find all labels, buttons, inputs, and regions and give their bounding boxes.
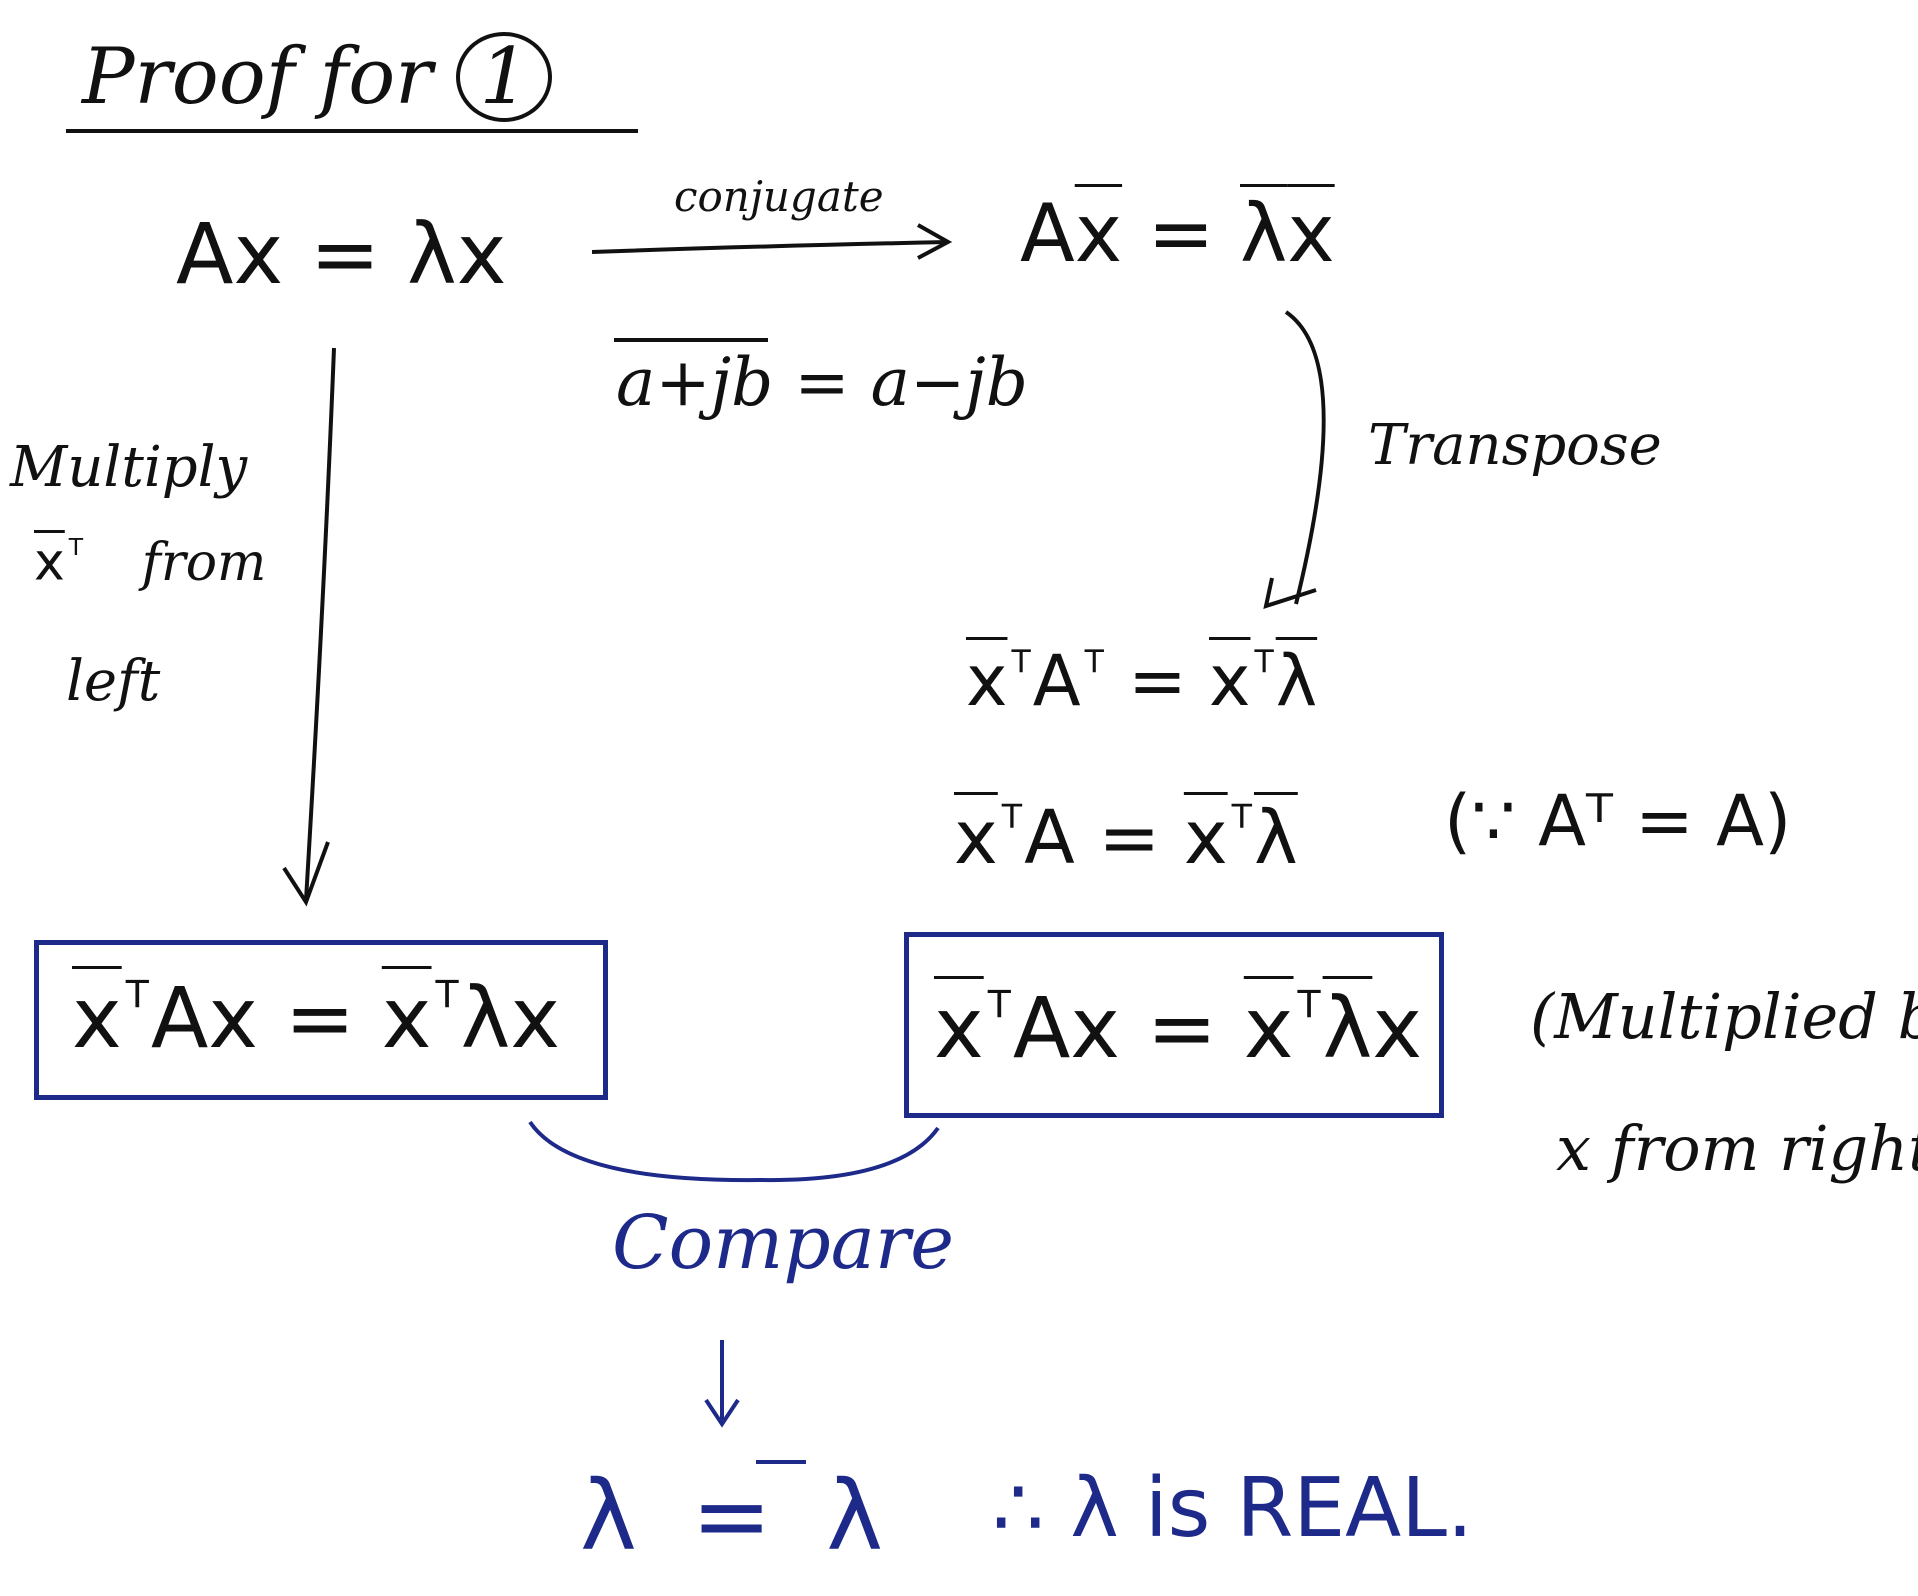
lb-x: x	[208, 969, 258, 1067]
eq-tr-lambdabar: λ	[1275, 640, 1318, 722]
lb-A: A	[150, 969, 209, 1067]
rb-A: A	[1012, 979, 1071, 1077]
rb-xbar: x	[934, 979, 984, 1077]
multiplied-right-line2: x from right)	[1556, 1112, 1918, 1185]
rb-eq: =	[1146, 979, 1218, 1077]
multiply-label-from: from	[141, 532, 267, 593]
multiply-arrowhead	[282, 841, 330, 907]
eq-conj-A: A	[1020, 187, 1075, 280]
title-prefix: Proof for	[82, 32, 433, 122]
conclusion-lambdabar: λ	[826, 1460, 884, 1572]
conjugate-arrow	[591, 240, 949, 254]
eq-sym-xbar-rhs: x	[1183, 794, 1228, 881]
rb-T2: T	[1297, 982, 1321, 1027]
eq-conj-xbar: x	[1074, 187, 1123, 280]
conclusion-equation: λ = λ	[580, 1468, 883, 1564]
transpose-arrow	[1284, 310, 1326, 605]
lb-x-rhs: x	[510, 969, 561, 1067]
left-boxed-equation	[34, 940, 608, 1100]
multiply-label-line3: left	[66, 649, 161, 714]
conclusion-lambda: λ	[580, 1460, 637, 1572]
conclusion-eq: =	[691, 1460, 772, 1572]
symmetric-note: (∵ Aᵀ = A)	[1444, 780, 1792, 862]
eq-tr-eq: =	[1128, 640, 1187, 722]
conjugate-rule: a+jb = a−jb	[616, 350, 1028, 416]
page-title: Proof for 1	[82, 32, 553, 122]
equation-conjugate-result: Ax = λx	[1020, 194, 1335, 274]
lb-T1: T	[125, 972, 149, 1017]
conjugate-rule-lhs: a+jb	[616, 344, 774, 421]
eq-tr-A: A	[1032, 640, 1081, 722]
transpose-label: Transpose	[1368, 413, 1662, 478]
conjugate-rule-rhs: a−jb	[870, 344, 1029, 421]
right-boxed-equation	[904, 932, 1444, 1118]
equation-start-lambda: λ	[406, 205, 457, 303]
multiply-label-T: T	[68, 533, 84, 561]
rb-T1: T	[987, 982, 1011, 1027]
title-circled-number: 1	[456, 32, 553, 122]
eq-conj-xbar-rhs: x	[1287, 187, 1335, 280]
equation-start-lhs: Ax	[176, 205, 284, 303]
compare-brace	[528, 1120, 940, 1183]
eq-tr-T3: T	[1254, 643, 1274, 680]
eq-tr-xbar-rhs: x	[1209, 640, 1251, 722]
compare-label: Compare	[612, 1200, 954, 1286]
lb-lambda: λ	[460, 969, 511, 1067]
eq-sym-eq: =	[1098, 794, 1161, 881]
lb-eq: =	[284, 969, 356, 1067]
equation-start-eq: =	[309, 205, 381, 303]
lb-xbar: x	[72, 969, 122, 1067]
transpose-arrowhead	[1263, 577, 1317, 609]
eq-sym-A: A	[1024, 794, 1075, 881]
eq-sym-lambdabar: λ	[1253, 794, 1298, 881]
multiply-label-line1: Multiply	[10, 435, 248, 500]
rb-xbar-rhs: x	[1243, 979, 1294, 1077]
multiply-label-xbar: x	[34, 532, 65, 593]
rb-x-rhs: x	[1372, 979, 1423, 1077]
lb-xbar-rhs: x	[381, 969, 432, 1067]
lb-T2: T	[435, 972, 459, 1017]
eq-tr-T2: T	[1084, 643, 1104, 680]
eq-conj-eq: =	[1147, 187, 1215, 280]
rb-x: x	[1070, 979, 1120, 1077]
eq-conj-lambdabar: λ	[1239, 187, 1288, 280]
conclusion-text: ∴ λ is REAL.	[992, 1461, 1474, 1556]
conjugate-rule-eq: =	[794, 344, 850, 421]
eq-sym-xbar: x	[954, 794, 998, 881]
eq-sym-T1: T	[1001, 797, 1023, 836]
conjugate-label: conjugate	[674, 172, 884, 221]
eq-tr-T1: T	[1011, 643, 1031, 680]
compare-arrowhead	[704, 1398, 740, 1428]
multiplied-right-line1: (Multiplied by	[1530, 980, 1918, 1053]
rb-lambdabar: λ	[1322, 979, 1373, 1077]
eq-tr-xbar: x	[966, 640, 1008, 722]
equation-start-x: x	[456, 205, 507, 303]
equation-start: Ax = λx	[176, 212, 506, 296]
conjugate-arrowhead	[917, 223, 953, 260]
eq-sym-T2: T	[1231, 797, 1252, 836]
multiply-arrow	[304, 347, 336, 901]
